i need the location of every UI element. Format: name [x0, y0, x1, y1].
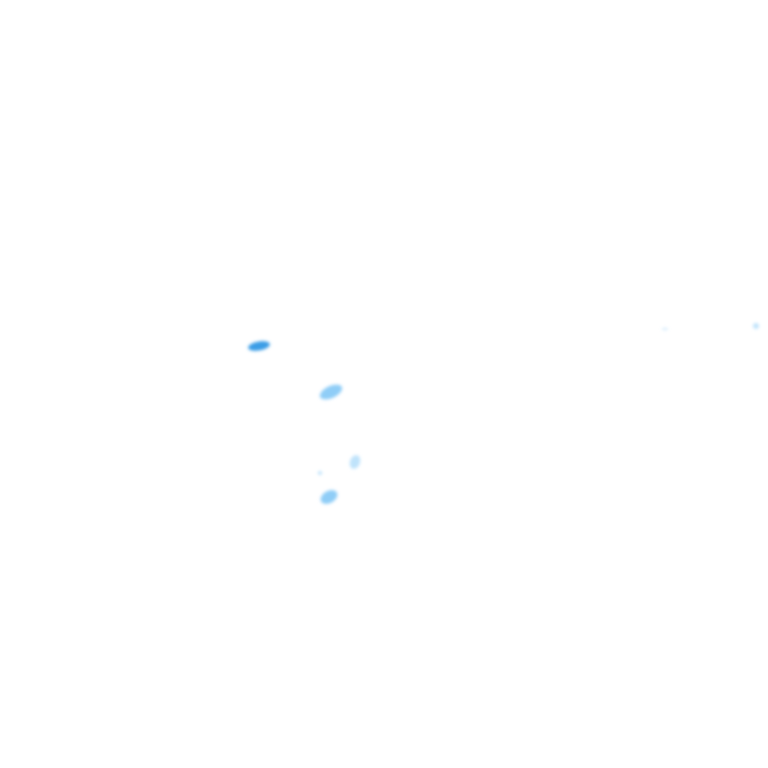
- radar-cell-2: [319, 384, 343, 400]
- radar-cell-5: [318, 471, 322, 475]
- radar-cell-1: [248, 341, 270, 351]
- radar-cell-4: [320, 490, 338, 504]
- radar-cell-3: [349, 455, 361, 469]
- radar-cell-7: [662, 328, 668, 330]
- radar-cell-6: [753, 323, 759, 329]
